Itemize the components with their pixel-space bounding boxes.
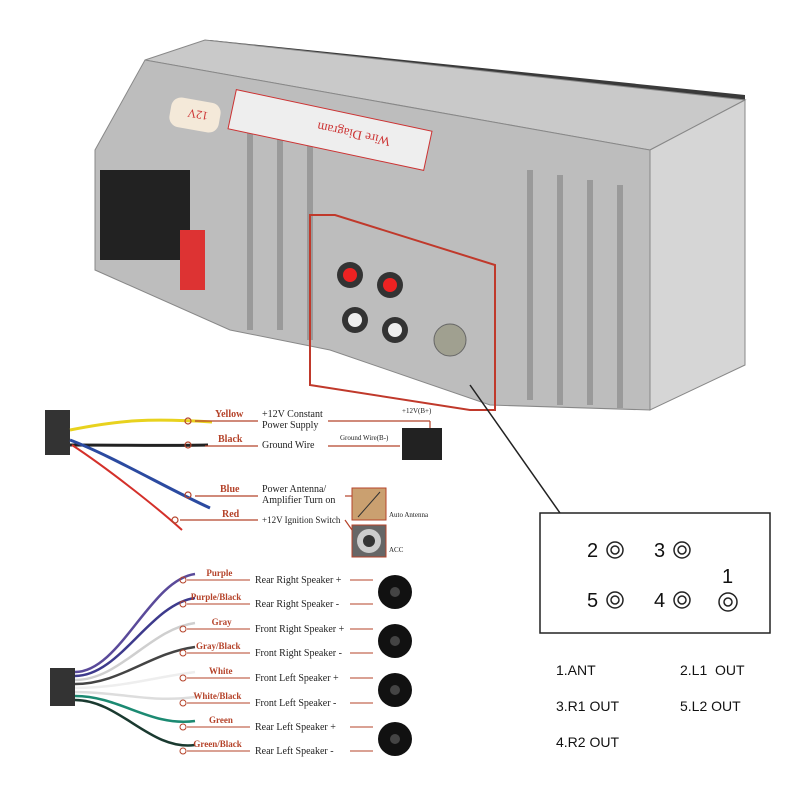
acc-label: ACC: [389, 546, 404, 554]
antenna-jack: [433, 323, 467, 357]
iso-connector-socket: [100, 170, 190, 260]
battery-ground-label: Ground Wire(B-): [340, 434, 389, 442]
wire-function-label: Rear Left Speaker +: [255, 722, 336, 733]
wire-function-antenna: Power Antenna/ Amplifier Turn on: [262, 484, 336, 506]
speaker-wire: [74, 572, 196, 674]
speaker-wire: [74, 698, 196, 747]
speaker-cone: [390, 587, 400, 597]
speaker-cone: [390, 636, 400, 646]
wire-function-ground: Ground Wire: [262, 440, 315, 451]
wire-color-label: Green/Black: [193, 739, 242, 749]
wire-color-label: White: [209, 666, 233, 676]
legend-l2-out: 5.L2 OUT: [680, 698, 741, 714]
speaker-wire: [74, 670, 196, 690]
wire-terminal: [179, 600, 187, 608]
auto-antenna-label: Auto Antenna: [389, 511, 429, 519]
wire-terminal: [179, 576, 187, 584]
callout-box: [309, 214, 496, 411]
legend-ant: 1.ANT: [556, 662, 596, 678]
port-number-5: 5: [587, 590, 599, 612]
port-number-1: 1: [722, 566, 734, 588]
wire-function-ignition: +12V Ignition Switch: [262, 515, 341, 525]
speaker-cone: [390, 685, 400, 695]
wire-color-label: Purple: [206, 568, 233, 578]
port-number-4: 4: [654, 590, 666, 612]
legend-r1-out: 3.R1 OUT: [556, 698, 620, 714]
wire-function-label: Front Left Speaker +: [255, 673, 339, 684]
wire-function-label: Rear Right Speaker +: [255, 575, 342, 586]
wire-function-label: Rear Left Speaker -: [255, 746, 334, 757]
wire-function-label: Rear Right Speaker -: [255, 599, 340, 610]
label-12v: 12V: [186, 106, 209, 123]
wire-terminal: [179, 649, 187, 657]
wire-color-label: Gray: [211, 617, 232, 627]
wire-color-blue: Blue: [220, 484, 240, 495]
wire-color-black: Black: [218, 434, 243, 445]
legend-r2-out: 4.R2 OUT: [556, 734, 620, 750]
speaker-wire: [74, 645, 196, 686]
wire-terminal: [179, 699, 187, 707]
wire-color-label: Purple/Black: [190, 592, 242, 602]
speaker-wire: [74, 621, 196, 682]
wire-function-label: Front Left Speaker -: [255, 698, 337, 709]
port-number-3: 3: [654, 540, 666, 562]
wire-terminal: [179, 625, 187, 633]
wire-function-label: Front Right Speaker -: [255, 648, 342, 659]
wire-function-label: Front Right Speaker +: [255, 624, 345, 635]
port-inset-box: [539, 512, 771, 634]
wire-color-label: White/Black: [193, 691, 242, 701]
port-number-2: 2: [587, 540, 599, 562]
wire-color-red: Red: [222, 509, 240, 520]
speaker-wire: [74, 690, 196, 700]
speaker-wire: [74, 596, 196, 678]
battery-plus-label: +12V(B+): [402, 407, 432, 415]
red-connector: [180, 230, 205, 290]
wire-terminal: [179, 674, 187, 682]
power-connector: [45, 410, 70, 455]
speaker-connector: [50, 668, 75, 706]
speaker-cone: [390, 734, 400, 744]
car-radio-unit: 12V Wire Diagram: [94, 39, 747, 514]
port-circles: [606, 541, 738, 612]
rca-jacks: [337, 262, 408, 343]
legend-l1-out: 2.L1 OUT: [680, 662, 745, 678]
battery-icon: [402, 428, 442, 460]
speaker-wire: [74, 694, 196, 724]
wire-function-constant-power: +12V Constant Power Supply: [262, 409, 323, 431]
wire-terminal: [179, 747, 187, 755]
wire-terminal: [179, 723, 187, 731]
wire-color-label: Green: [209, 715, 233, 725]
wire-color-label: Gray/Black: [196, 641, 241, 651]
wire-color-yellow: Yellow: [215, 409, 244, 420]
